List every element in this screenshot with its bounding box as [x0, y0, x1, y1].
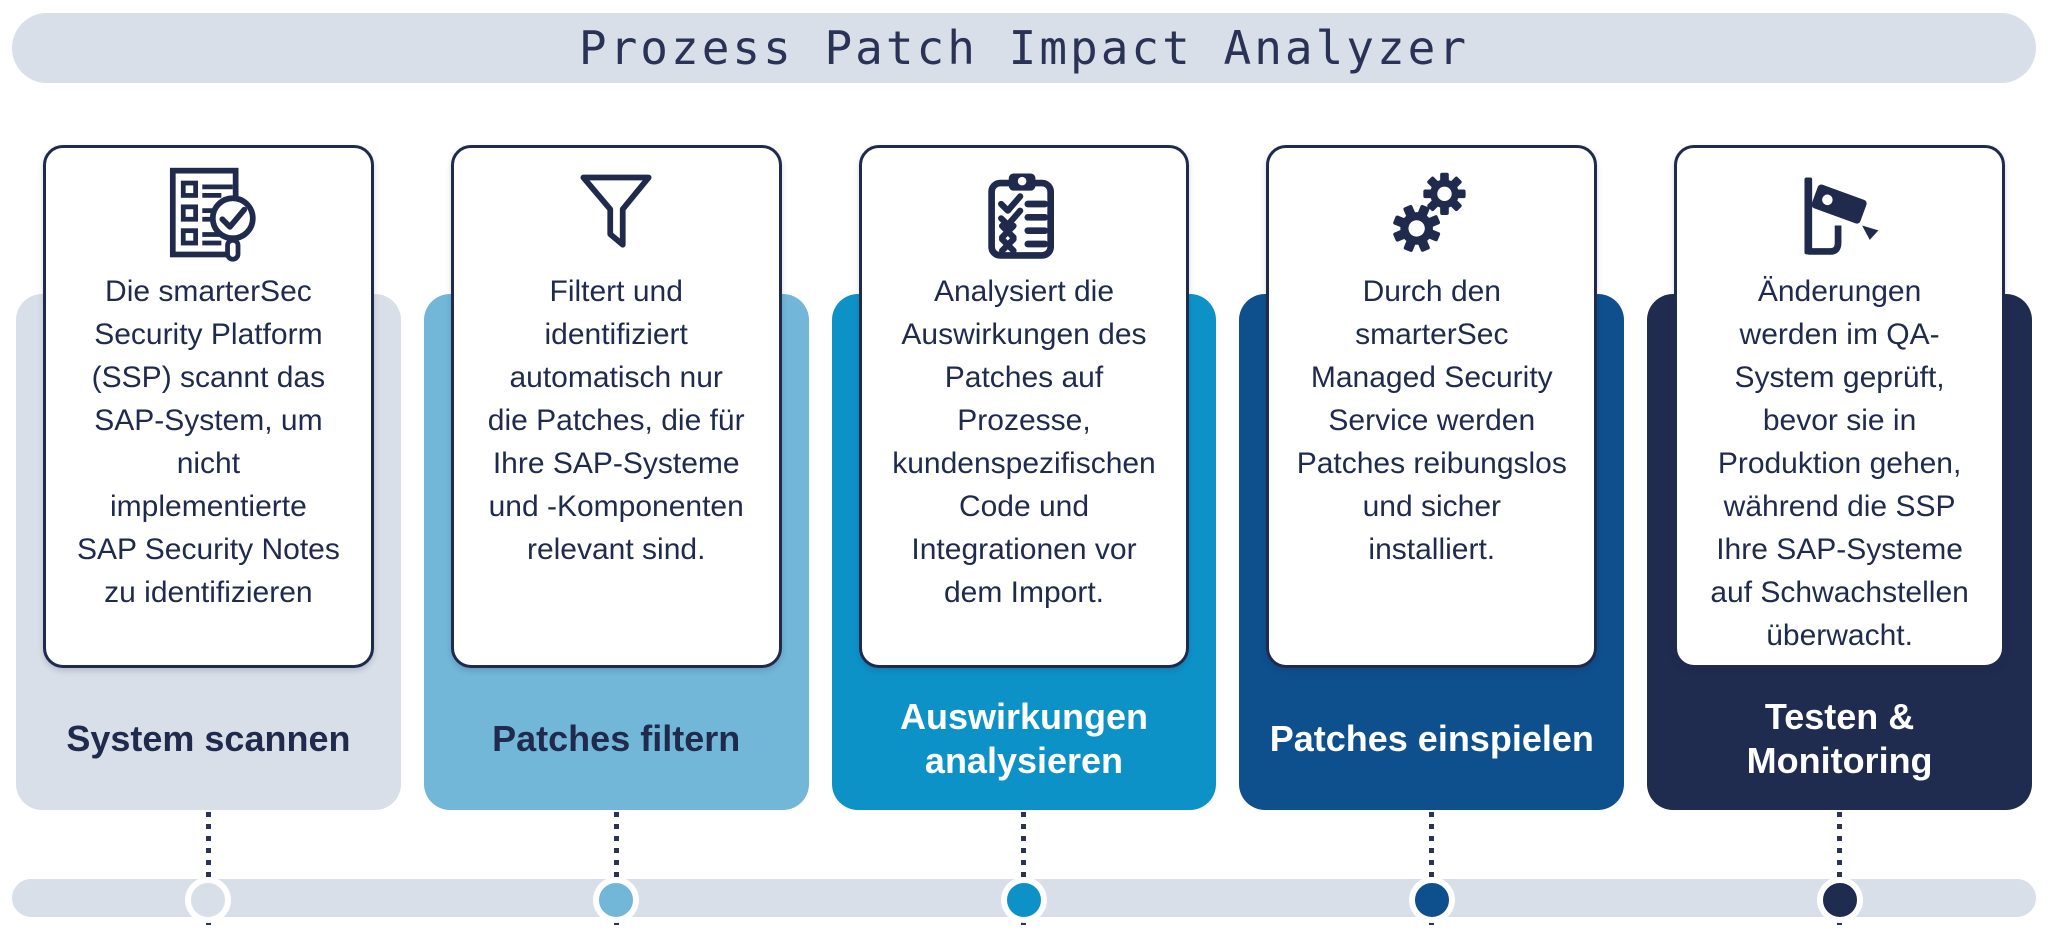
gears-icon — [1382, 162, 1482, 266]
step-description: Analysiert die Auswirkungen des Patches … — [892, 275, 1156, 609]
step-description: Durch den smarterSec Managed Security Se… — [1296, 275, 1567, 566]
step-column-3: Analysiert die Auswirkungen des Patches … — [831, 0, 1217, 930]
step-description: Änderungen werden im QA- System geprüft,… — [1710, 275, 1969, 652]
timeline-dot — [1408, 877, 1455, 923]
security-camera-icon — [1790, 162, 1890, 266]
title-bar: Prozess Patch Impact Analyzer — [12, 13, 2036, 83]
timeline-dot — [185, 877, 232, 923]
step-label: Testen & Monitoring — [1746, 696, 1933, 781]
page-title: Prozess Patch Impact Analyzer — [578, 21, 1470, 75]
connector-dotted-line — [1837, 812, 1843, 926]
step-label: System scannen — [66, 718, 351, 759]
step-card: Analysiert die Auswirkungen des Patches … — [858, 145, 1190, 668]
clipboard-checklist-icon — [976, 162, 1072, 266]
timeline-dot — [1816, 877, 1863, 923]
connector-dotted-line — [613, 812, 619, 926]
step-label: Patches filtern — [492, 718, 741, 759]
checklist-magnifier-icon — [156, 162, 261, 266]
step-column-1: Die smarterSec Security Platform (SSP) s… — [16, 0, 401, 930]
timeline-dot — [593, 877, 640, 923]
step-column-2: Filtert und identifiziert automatisch nu… — [423, 0, 809, 930]
timeline-dot — [1000, 877, 1047, 923]
step-card: Die smarterSec Security Platform (SSP) s… — [43, 145, 374, 668]
connector-dotted-line — [205, 812, 211, 926]
step-label: Patches einspielen — [1269, 718, 1594, 759]
connector-dotted-line — [1429, 812, 1435, 926]
steps-row: Die smarterSec Security Platform (SSP) s… — [16, 0, 2032, 930]
step-card: Durch den smarterSec Managed Security Se… — [1266, 145, 1598, 668]
step-label: Auswirkungen analysieren — [899, 696, 1148, 781]
step-column-4: Durch den smarterSec Managed Security Se… — [1239, 0, 1625, 930]
connector-dotted-line — [1021, 812, 1027, 926]
step-card: Filtert und identifiziert automatisch nu… — [450, 145, 782, 668]
funnel-icon — [566, 162, 666, 266]
step-column-5: Änderungen werden im QA- System geprüft,… — [1647, 0, 2032, 930]
step-card: Änderungen werden im QA- System geprüft,… — [1674, 145, 2005, 668]
step-description: Die smarterSec Security Platform (SSP) s… — [76, 275, 340, 609]
step-description: Filtert und identifiziert automatisch nu… — [487, 275, 745, 566]
